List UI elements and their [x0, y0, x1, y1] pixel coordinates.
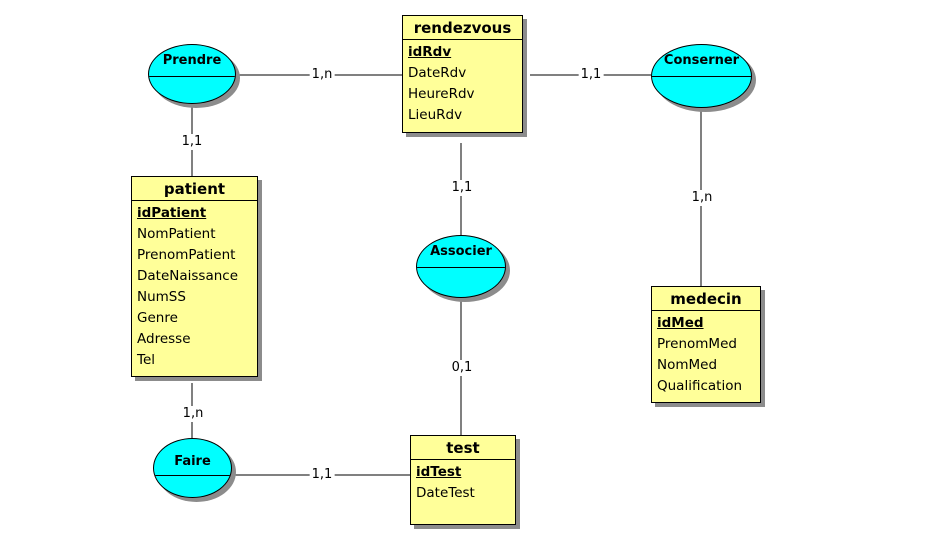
attribute: HeureRdv: [408, 86, 475, 102]
cardinality-prendre-patient: 1,1: [179, 134, 205, 150]
association-label: Prendre: [162, 53, 222, 68]
entity-medecin[interactable]: medecin idMed PrenomMed NomMed Qualifica…: [651, 286, 761, 403]
attribute: PrenomPatient: [137, 247, 236, 263]
association-label: Conserner: [663, 53, 740, 68]
cardinality-patient-faire: 1,n: [180, 406, 206, 422]
association-divider: [154, 475, 231, 476]
cardinality-associer-test: 0,1: [449, 360, 475, 376]
attribute: Qualification: [657, 378, 743, 394]
entity-title: patient: [132, 177, 257, 201]
cardinality-rendezvous-associer: 1,1: [449, 180, 475, 196]
association-divider: [417, 267, 505, 268]
attribute: DateNaissance: [137, 268, 239, 284]
association-label: Faire: [174, 454, 211, 469]
attribute: DateTest: [416, 485, 475, 501]
attribute: LieuRdv: [408, 107, 463, 123]
primary-key: idRdv: [408, 44, 452, 60]
entity-title: medecin: [652, 287, 760, 311]
association-divider: [149, 76, 235, 77]
entity-rendezvous[interactable]: rendezvous idRdv DateRdv HeureRdv LieuRd…: [402, 15, 523, 133]
attribute: DateRdv: [408, 65, 467, 81]
attribute: NomPatient: [137, 226, 216, 242]
attribute: Genre: [137, 310, 178, 326]
cardinality-prendre-rendezvous: 1,n: [309, 67, 335, 83]
attribute: NumSS: [137, 289, 186, 305]
cardinality-faire-test: 1,1: [309, 467, 335, 483]
attribute: PrenomMed: [657, 336, 737, 352]
association-label: Associer: [430, 244, 492, 259]
association-prendre[interactable]: Prendre: [148, 44, 236, 104]
entity-patient[interactable]: patient idPatient NomPatient PrenomPatie…: [131, 176, 258, 377]
association-conserver[interactable]: Conserner: [651, 44, 752, 108]
cardinality-conserver-medecin: 1,n: [689, 190, 715, 206]
association-associer[interactable]: Associer: [416, 235, 506, 298]
primary-key: idPatient: [137, 205, 207, 221]
association-divider: [652, 76, 751, 77]
attribute: NomMed: [657, 357, 718, 373]
primary-key: idMed: [657, 315, 704, 331]
entity-title: rendezvous: [403, 16, 522, 40]
entity-title: test: [411, 436, 515, 460]
primary-key: idTest: [416, 464, 462, 480]
association-faire[interactable]: Faire: [153, 438, 232, 498]
entity-test[interactable]: test idTest DateTest: [410, 435, 516, 525]
attribute: Tel: [137, 352, 156, 368]
attribute: Adresse: [137, 331, 191, 347]
cardinality-rendezvous-conserver: 1,1: [578, 67, 604, 83]
